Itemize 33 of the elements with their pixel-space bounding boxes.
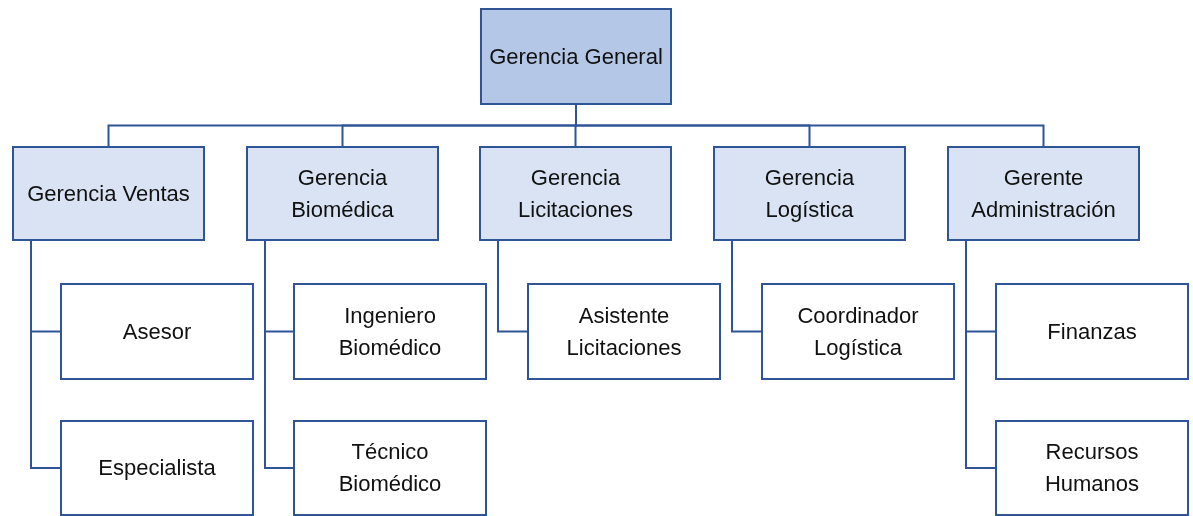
connector-line: [264, 240, 294, 469]
role-box: [60, 283, 254, 380]
role-box: [761, 283, 955, 380]
connector-line: [731, 240, 762, 333]
position-title: Coordinador Logística: [796, 301, 920, 362]
position-title: Gerencia Logística: [763, 163, 856, 224]
role-box: [293, 283, 487, 380]
department-box: [12, 146, 205, 241]
department-box: [713, 146, 906, 241]
position-title: Ingeniero Biomédico: [337, 301, 443, 362]
connector-line: [30, 240, 61, 469]
position-title: Recursos Humanos: [1043, 438, 1141, 498]
position-title: Técnico Biomédico: [337, 438, 443, 498]
position-title: Especialista: [97, 454, 217, 482]
position-title: Finanzas: [1046, 317, 1138, 346]
position-title: Asesor: [121, 317, 193, 346]
department-box: [947, 146, 1140, 241]
position-title: Gerencia General: [488, 42, 664, 71]
role-box: [60, 420, 254, 516]
role-box: [293, 420, 487, 516]
position-title: Gerencia Ventas: [26, 179, 191, 208]
role-box: [527, 283, 721, 380]
department-box: [246, 146, 439, 241]
position-title: Gerencia Licitaciones: [517, 163, 634, 224]
position-title: Gerente Administración: [970, 163, 1117, 224]
department-box: [479, 146, 672, 241]
top-position-box: [480, 8, 672, 105]
connector-line: [965, 240, 996, 469]
position-title: Asistente Licitaciones: [565, 301, 683, 362]
connector-line: [497, 240, 528, 333]
role-box: [995, 420, 1189, 516]
position-title: Gerencia Biomédica: [290, 163, 395, 224]
role-box: [995, 283, 1189, 380]
